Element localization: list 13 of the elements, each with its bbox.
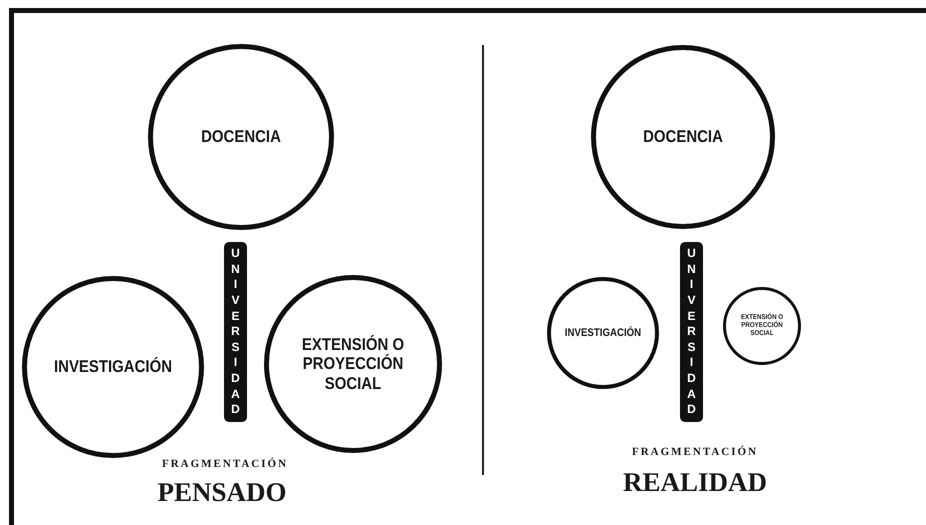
vertical-label: UNIVERSIDAD [687,246,696,418]
node-label: DOCENCIA [200,127,282,147]
heading-caption: FRAGMENTACIÓN [632,446,758,458]
heading-caption: FRAGMENTACIÓN [162,458,288,470]
vertical-bar [680,242,703,422]
node-label: INVESTIGACIÓN [52,357,174,377]
vertical-label: UNIVERSIDAD [231,246,240,418]
title-text: PENSADO [158,477,286,508]
vertical-bar [224,242,247,422]
node-label: INVESTIGACIÓN [564,326,642,340]
node-label: DOCENCIA [642,127,724,147]
title-text: REALIDAD [622,467,768,498]
node-label: EXTENSIÓN O PROYECCIÓN SOCIAL [300,334,406,394]
